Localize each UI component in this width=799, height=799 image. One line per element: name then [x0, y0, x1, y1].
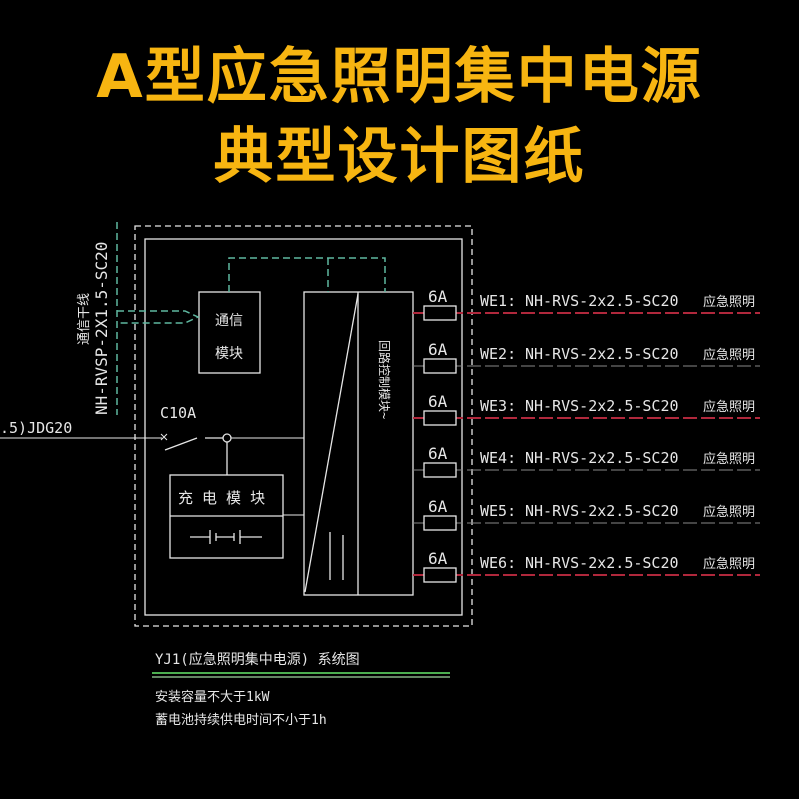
circuit-id: WE4: [480, 449, 516, 467]
breaker-switch [164, 437, 198, 451]
circuit-3: 6A WE3: NH-RVS-2x2.5-SC20 应急照明 [413, 392, 760, 426]
input-cable-label: .5)JDG20 [0, 419, 72, 437]
breaker-rating: 6A [428, 392, 448, 411]
title-line-1: A型应急照明集中电源 [96, 42, 703, 112]
breaker-box [423, 410, 457, 426]
control-diagonal [304, 293, 359, 593]
circuit-4: 6A WE4: NH-RVS-2x2.5-SC20 应急照明 [413, 444, 760, 478]
circuit-use: 应急照明 [703, 294, 755, 310]
breaker-label: C10A [160, 404, 196, 422]
comm-module-label-1: 通信 [215, 313, 243, 329]
breaker-rating: 6A [428, 340, 448, 359]
circuit-cable: NH-RVS-2x2.5-SC20 [525, 502, 679, 520]
breaker-rating: 6A [428, 287, 448, 306]
circuit-cable: NH-RVS-2x2.5-SC20 [525, 345, 679, 363]
breaker-rating: 6A [428, 549, 448, 568]
enclosure-dashed [134, 225, 473, 627]
circuit-id: WE3: [480, 397, 516, 415]
caption-note-1: 安装容量不大于1kW [155, 689, 270, 705]
title-line-2: 典型设计图纸 [213, 122, 586, 192]
breaker-rating: 6A [428, 497, 448, 516]
battery-symbol [190, 530, 262, 544]
circuit-id: WE5: [480, 502, 516, 520]
circuit-use: 应急照明 [703, 347, 755, 363]
circuit-6: 6A WE6: NH-RVS-2x2.5-SC20 应急照明 [413, 549, 760, 583]
circuit-use: 应急照明 [703, 556, 755, 572]
comm-module-label-2: 模块 [215, 346, 243, 362]
comm-trunk-label: 通信干线 [77, 293, 92, 345]
circuit-id: WE2: [480, 345, 516, 363]
caption-title: YJ1(应急照明集中电源) 系统图 [155, 651, 360, 668]
caption-note-2: 蓄电池持续供电时间不小于1h [155, 713, 327, 728]
circuit-use: 应急照明 [703, 504, 755, 520]
comm-cable [116, 222, 386, 415]
breaker-box [423, 515, 457, 531]
charge-module-label: 充 电 模 块 [178, 489, 265, 507]
circuit-5: 6A WE5: NH-RVS-2x2.5-SC20 应急照明 [413, 497, 760, 531]
breaker-box [423, 305, 457, 321]
circuit-cable: NH-RVS-2x2.5-SC20 [525, 449, 679, 467]
circuit-use: 应急照明 [703, 399, 755, 415]
feeder-cable-label: NH-RVSP-2X1.5-SC20 [92, 242, 111, 415]
circuit-2: 6A WE2: NH-RVS-2x2.5-SC20 应急照明 [413, 340, 760, 374]
breaker-box [423, 567, 457, 583]
circuit-id: WE6: [480, 554, 516, 572]
control-module-label: 回路控制模块~ [377, 340, 392, 419]
breaker-box [423, 358, 457, 374]
breaker-rating: 6A [428, 444, 448, 463]
circuit-id: WE1: [480, 292, 516, 310]
circuit-cable: NH-RVS-2x2.5-SC20 [525, 292, 679, 310]
circuit-cable: NH-RVS-2x2.5-SC20 [525, 554, 679, 572]
enclosure-inner [144, 238, 463, 616]
circuit-cable: NH-RVS-2x2.5-SC20 [525, 397, 679, 415]
breaker-box [423, 462, 457, 478]
circuit-1: 6A WE1: NH-RVS-2x2.5-SC20 应急照明 [413, 287, 760, 321]
circuit-use: 应急照明 [703, 451, 755, 467]
